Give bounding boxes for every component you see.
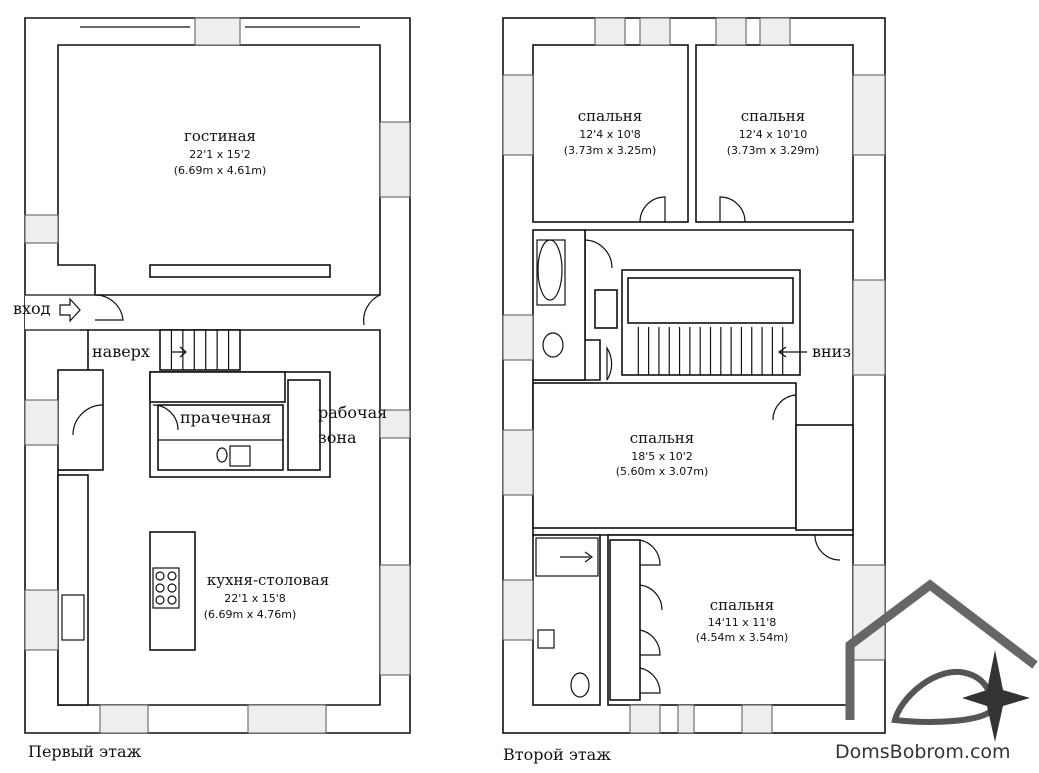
- room-size-ft: 14'11 x 11'8: [708, 616, 777, 629]
- work-zone-label-2: зона: [318, 428, 357, 447]
- stairs-down: [621, 269, 801, 376]
- wc: [57, 369, 104, 471]
- work-zone-label: рабочая: [318, 403, 387, 422]
- room-size-ft: 18'5 x 10'2: [631, 450, 693, 463]
- compass-icon: [962, 650, 1030, 742]
- bathroom-bottom: [532, 534, 601, 706]
- floor-caption: Первый этаж: [28, 742, 142, 761]
- room-size-m: (6.69m x 4.76m): [204, 608, 297, 621]
- room-name: спальня: [710, 596, 775, 614]
- up-label: наверх: [92, 342, 150, 361]
- room-name: гостиная: [184, 127, 256, 145]
- floor-caption: Второй этаж: [503, 745, 611, 764]
- room-size-ft: 22'1 x 15'2: [189, 148, 251, 161]
- room-size-m: (4.54m x 3.54m): [696, 631, 789, 644]
- entrance-label: вход: [13, 299, 51, 318]
- house-outline-icon: [845, 579, 1038, 720]
- laundry-label: прачечная: [180, 408, 271, 427]
- laundry-room: [157, 404, 284, 471]
- room-name: кухня-столовая: [207, 571, 329, 589]
- stairs-up: [159, 329, 241, 371]
- first-floor-plan: вход наверх прачечная рабочая зона гости…: [13, 17, 411, 761]
- bedroom-2: [695, 44, 854, 223]
- room-size-m: (5.60m x 3.07m): [616, 465, 709, 478]
- room-name: спальня: [741, 107, 806, 125]
- logo: DomsBobrom.com: [835, 579, 1038, 763]
- logo-text: DomsBobrom.com: [835, 741, 1011, 763]
- work-zone: [287, 379, 321, 471]
- room-size-ft: 22'1 x 15'8: [224, 592, 286, 605]
- bedroom-1: [532, 44, 689, 223]
- second-floor-plan: вниз спальня 12'4 x 10'8 (3.73m x 3.25m)…: [502, 17, 886, 764]
- room-size-m: (6.69m x 4.61m): [174, 164, 267, 177]
- room-name: спальня: [630, 429, 695, 447]
- down-label: вниз: [812, 342, 851, 361]
- room-size-ft: 12'4 x 10'10: [739, 128, 808, 141]
- beaver-icon: [891, 668, 995, 725]
- bedroom-4: [607, 534, 854, 706]
- room-name: спальня: [578, 107, 643, 125]
- room-size-m: (3.73m x 3.29m): [727, 144, 820, 157]
- room-size-m: (3.73m x 3.25m): [564, 144, 657, 157]
- room-size-ft: 12'4 x 10'8: [579, 128, 641, 141]
